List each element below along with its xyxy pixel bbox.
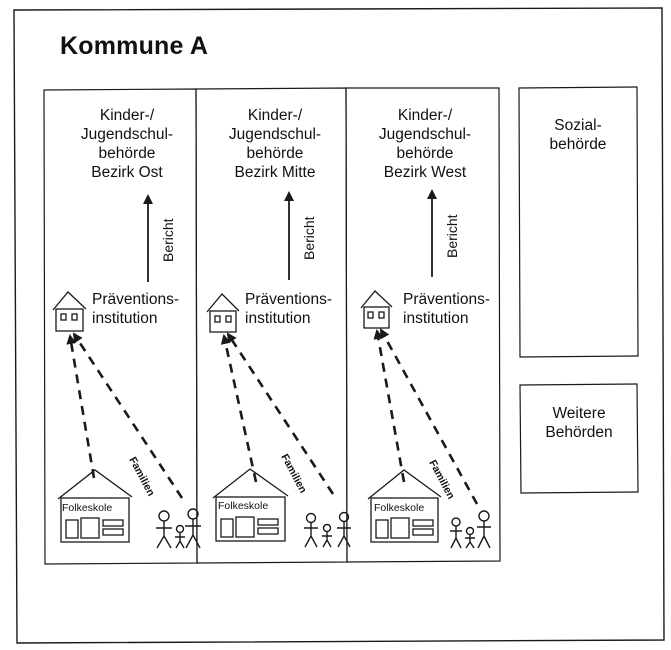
school-building-icon (57, 469, 133, 543)
family-figures-icon (156, 508, 201, 549)
family-figures-icon (450, 510, 491, 549)
school-referral-arrow (220, 334, 258, 483)
authority-label-ost: Kinder-/ Jugendschul- behörde Bezirk Ost (80, 107, 174, 181)
municipality-frame (13, 7, 665, 644)
further-authorities-label: Weitere Behörden (545, 405, 613, 441)
school-building-icon (367, 469, 442, 543)
report-label-ost: Bericht (160, 218, 176, 262)
social-authority-label: Sozial- behörde (549, 117, 607, 153)
prevention-house-icon (360, 290, 393, 329)
school-referral-arrow (373, 329, 406, 483)
district-column-west (345, 87, 501, 563)
school-label-ost: Folkeskole (62, 502, 113, 514)
report-label-west: Bericht (444, 214, 460, 258)
further-authorities-box (519, 383, 639, 494)
institution-label-west: Präventions- institution (403, 291, 491, 327)
family-figures-icon (304, 511, 351, 548)
social-authority-box (518, 86, 639, 358)
report-label-mitte: Bericht (301, 216, 317, 260)
school-label-mitte: Folkeskole (218, 500, 269, 512)
authority-label-mitte: Kinder-/ Jugendschul- behörde Bezirk Mit… (228, 107, 322, 181)
family-contact-arrow (379, 328, 479, 505)
family-contact-arrow (72, 332, 184, 499)
institution-label-ost: Präventions- institution (92, 291, 180, 327)
family-contact-arrow (226, 332, 335, 495)
institution-label-mitte: Präventions- institution (245, 291, 333, 327)
authority-label-west: Kinder-/ Jugendschul- behörde Bezirk Wes… (378, 107, 472, 181)
school-building-icon (212, 468, 289, 542)
school-label-west: Folkeskole (374, 502, 425, 514)
prevention-house-icon (52, 291, 87, 332)
school-referral-arrow (66, 334, 96, 479)
prevention-house-icon (206, 293, 240, 333)
municipality-title: Kommune A (60, 32, 209, 60)
